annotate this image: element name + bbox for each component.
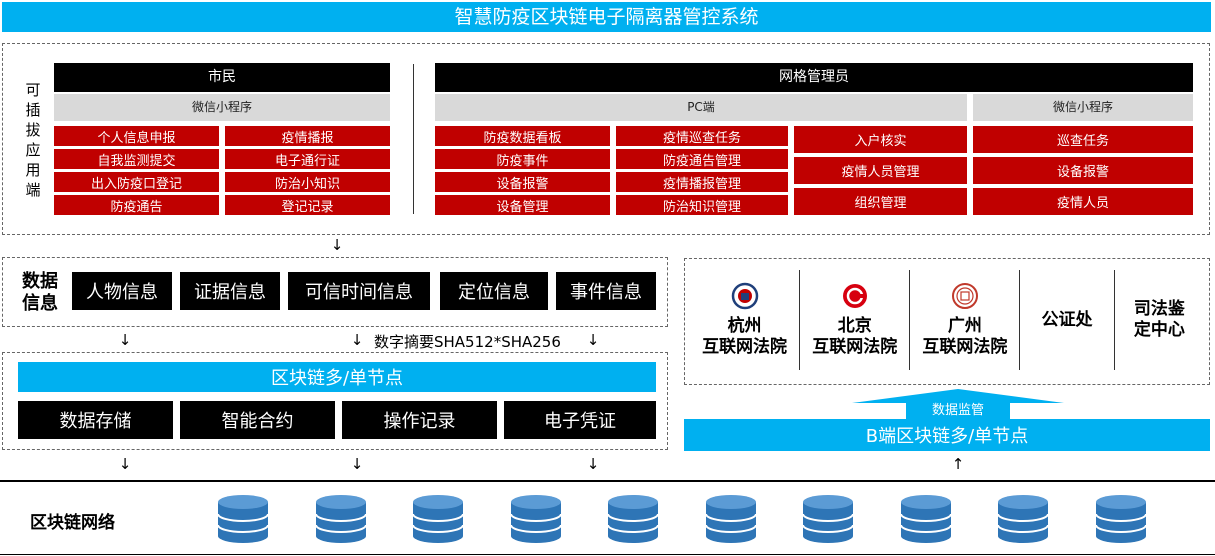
pc-item[interactable]: 疫情人员管理 — [794, 157, 967, 184]
down-arrow-icon: ↓ — [330, 236, 344, 254]
digest-label: 数字摘要SHA512*SHA256 — [374, 333, 561, 351]
data-info-item: 证据信息 — [180, 272, 280, 310]
grid-admin-pc-sub-header: PC端 — [435, 94, 967, 121]
institution-forensic-center: 司法鉴 定中心 — [1115, 270, 1204, 370]
database-icon — [412, 495, 464, 543]
citizen-sub-header: 微信小程序 — [54, 94, 390, 121]
up-arrow-icon: ↑ — [951, 455, 965, 473]
database-icon — [509, 495, 562, 543]
guangzhou-court-seal-icon — [951, 283, 978, 309]
pc-item[interactable]: 防疫数据看板 — [435, 126, 610, 146]
data-info-label: 数据信息 — [22, 271, 58, 314]
down-arrow-icon: ↓ — [350, 455, 364, 473]
database-icon — [997, 495, 1049, 543]
data-supervision-arrow-icon — [852, 389, 1064, 419]
citizen-item[interactable]: 登记记录 — [225, 195, 390, 215]
database-icon — [217, 495, 269, 543]
citizen-item[interactable]: 出入防疫口登记 — [54, 172, 219, 192]
network-label: 区块链网络 — [30, 513, 115, 533]
institution-hangzhou: 杭州 互联网法院 — [690, 270, 801, 370]
pc-item[interactable]: 防疫事件 — [435, 149, 610, 169]
data-info-item: 人物信息 — [72, 272, 172, 310]
institution-line1: 广州 — [947, 316, 982, 336]
blockchain-node-header: 区块链多/单节点 — [18, 362, 656, 392]
citizen-item[interactable]: 防治小知识 — [225, 172, 390, 192]
pc-item[interactable]: 疫情巡查任务 — [616, 126, 788, 146]
citizen-item[interactable]: 自我监测提交 — [54, 149, 219, 169]
grid-admin-header: 网格管理员 — [435, 63, 1193, 92]
down-arrow-icon: ↓ — [586, 455, 600, 473]
database-icon — [314, 495, 367, 543]
pc-items-col1: 防疫数据看板 防疫事件 设备报警 设备管理 — [435, 126, 610, 215]
data-info-item: 可信时间信息 — [288, 272, 430, 310]
node-feature: 操作记录 — [342, 401, 497, 439]
data-info-panel — [2, 257, 668, 327]
wechat-items-col: 巡查任务 设备报警 疫情人员 — [973, 126, 1193, 215]
pc-item[interactable]: 入户核实 — [794, 126, 967, 153]
institutions-panel — [684, 258, 1210, 385]
pc-item[interactable]: 防疫通告管理 — [616, 149, 788, 169]
node-feature: 电子凭证 — [504, 401, 656, 439]
network-bottom-line — [0, 554, 1215, 555]
b-node-bar: B端区块链多/单节点 — [684, 419, 1210, 451]
wechat-item[interactable]: 疫情人员 — [973, 188, 1193, 215]
database-icon — [607, 495, 659, 543]
institution-line1: 公证处 — [1041, 309, 1093, 330]
grid-admin-wechat-sub-header: 微信小程序 — [973, 94, 1193, 121]
pc-items-col2: 疫情巡查任务 防疫通告管理 疫情播报管理 防治知识管理 — [616, 126, 788, 215]
data-supervision-label: 数据监管 — [931, 403, 984, 418]
pc-items-col3: 入户核实 疫情人员管理 组织管理 — [794, 126, 967, 215]
institutions-row: 杭州 互联网法院 北京 互联网法院 广州 互联网法院 公证处 司法鉴 定中心 — [690, 270, 1204, 370]
database-icon — [899, 495, 952, 543]
wechat-item[interactable]: 设备报警 — [973, 157, 1193, 184]
node-feature: 数据存储 — [18, 401, 173, 439]
database-node-row — [216, 494, 1156, 544]
institution-beijing: 北京 互联网法院 — [800, 270, 911, 370]
blockchain-node-panel — [2, 352, 668, 450]
page-title: 智慧防疫区块链电子隔离器管控系统 — [2, 2, 1211, 32]
down-arrow-icon: ↓ — [586, 331, 600, 349]
institution-line2: 互联网法院 — [812, 337, 898, 357]
divider — [413, 64, 414, 214]
institution-line1: 司法鉴 — [1133, 299, 1185, 319]
pc-item[interactable]: 组织管理 — [794, 188, 967, 215]
institution-notary: 公证处 — [1020, 270, 1115, 370]
down-arrow-icon: ↓ — [118, 331, 132, 349]
institution-line1: 杭州 — [727, 316, 762, 336]
pc-item[interactable]: 设备管理 — [435, 195, 610, 215]
data-info-item: 事件信息 — [556, 272, 656, 310]
institution-guangzhou: 广州 互联网法院 — [910, 270, 1021, 370]
database-icon — [802, 495, 854, 543]
pc-item[interactable]: 防治知识管理 — [616, 195, 788, 215]
citizen-item[interactable]: 电子通行证 — [225, 149, 390, 169]
institution-line1: 北京 — [837, 316, 872, 336]
database-icon — [1094, 495, 1147, 543]
down-arrow-icon: ↓ — [350, 331, 364, 349]
hangzhou-court-seal-icon — [731, 282, 758, 310]
citizen-header: 市民 — [54, 63, 390, 92]
database-icon — [704, 495, 757, 543]
beijing-court-logo-icon — [842, 284, 867, 308]
institution-line2: 定中心 — [1133, 320, 1185, 340]
citizen-item[interactable]: 疫情播报 — [225, 126, 390, 146]
data-info-item: 定位信息 — [440, 272, 548, 310]
app-layer-panel — [2, 43, 1210, 235]
node-feature: 智能合约 — [180, 401, 335, 439]
citizen-item[interactable]: 防疫通告 — [54, 195, 219, 215]
app-layer-side-label: 可插拔应用端 — [25, 81, 41, 199]
down-arrow-icon: ↓ — [118, 455, 132, 473]
pc-item[interactable]: 疫情播报管理 — [616, 172, 788, 192]
institution-line2: 互联网法院 — [922, 337, 1008, 357]
citizen-item[interactable]: 个人信息申报 — [54, 126, 219, 146]
citizen-items-grid: 个人信息申报 疫情播报 自我监测提交 电子通行证 出入防疫口登记 防治小知识 防… — [54, 126, 390, 215]
pc-item[interactable]: 设备报警 — [435, 172, 610, 192]
wechat-item[interactable]: 巡查任务 — [973, 126, 1193, 153]
institution-line2: 互联网法院 — [702, 337, 788, 357]
network-top-line — [0, 480, 1215, 482]
